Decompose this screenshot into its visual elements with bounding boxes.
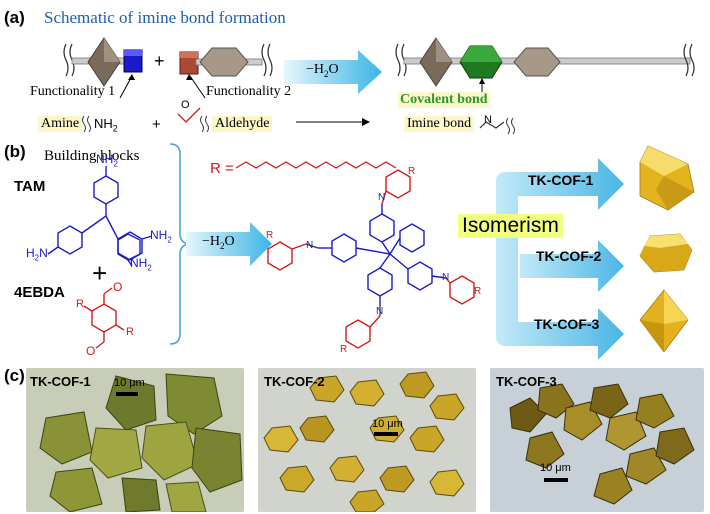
panel-a-schematic	[63, 37, 695, 135]
reaction-arrow-a	[284, 50, 382, 94]
micrograph-3-label: TK-COF-3	[496, 374, 557, 389]
micrograph-1	[26, 368, 244, 512]
covalent-bond-label: Covalent bond	[398, 92, 490, 108]
tam-structure	[47, 166, 153, 267]
tam-nh2-right: NH2	[150, 228, 172, 245]
cof-n-4: N	[442, 272, 450, 283]
micrograph-2	[258, 368, 476, 512]
cof-r-2: R	[266, 230, 274, 241]
r-chain	[235, 161, 397, 169]
tam-label: TAM	[14, 178, 46, 195]
ebda-r-right: R	[126, 326, 134, 338]
plus-sign-a: +	[154, 51, 165, 71]
functionality-2-label: Functionality 2	[206, 84, 292, 99]
cof-structure	[267, 169, 475, 349]
scale-1-label: 10 μm	[114, 377, 145, 389]
cof-name-1: TK-COF-1	[528, 172, 594, 188]
scale-bar-1	[116, 392, 138, 396]
imine-n: N	[484, 114, 492, 126]
ebda-o-top: O	[113, 280, 123, 294]
cof-name-2: TK-COF-2	[536, 248, 602, 264]
panel-label-c: (c)	[4, 366, 25, 385]
scale-bar-3	[544, 478, 568, 482]
arrow-label-b: −H2O	[202, 234, 235, 251]
cof-n-1: N	[378, 192, 386, 203]
tam-h2n-left: H2N	[26, 246, 48, 263]
cof-name-3: TK-COF-3	[534, 316, 600, 332]
block-functionality-2	[179, 43, 273, 77]
panel-b-scheme	[47, 143, 695, 360]
scale-3-label: 10 μm	[540, 462, 571, 474]
cof-r-3: R	[340, 344, 348, 355]
isomerism-arrows	[496, 158, 624, 360]
panel-a-title: Schematic of imine bond formation	[44, 8, 286, 27]
ebda-label: 4EBDA	[14, 284, 65, 301]
cof-r-1: R	[408, 166, 416, 177]
amine-nh2: NH2	[94, 116, 118, 134]
ebda-structure	[83, 287, 125, 349]
imine-bond-label: Imine bond	[404, 116, 475, 132]
product-covalent	[395, 37, 695, 87]
plus-sign-a2: +	[152, 116, 161, 133]
isomerism-label: Isomerism	[458, 214, 563, 238]
micrograph-3	[490, 368, 704, 512]
aldehyde-o: O	[181, 99, 190, 111]
micrograph-1-label: TK-COF-1	[30, 374, 91, 389]
panel-label-b: (b)	[4, 142, 26, 161]
r-definition: R =	[210, 160, 234, 177]
plus-sign-b: +	[92, 258, 108, 288]
reaction-arrow-b	[186, 222, 272, 266]
scale-bar-2	[374, 432, 398, 436]
ebda-r-left: R	[76, 298, 84, 310]
tam-nh2-bottom: NH2	[130, 256, 152, 273]
tam-nh2-top: NH2	[96, 152, 118, 169]
ebda-o-bottom: O	[86, 344, 96, 358]
functionality-1-label: Functionality 1	[30, 84, 116, 99]
crystal-2	[639, 233, 693, 273]
arrow-label-a: −H2O	[306, 62, 339, 79]
cof-r-4: R	[474, 286, 482, 297]
scale-2-label: 10 μm	[372, 418, 403, 430]
amine-label: Amine	[38, 116, 83, 132]
crystal-1	[639, 145, 695, 211]
cof-n-2: N	[306, 240, 314, 251]
micrograph-2-label: TK-COF-2	[264, 374, 325, 389]
block-functionality-1	[63, 37, 143, 87]
crystal-3	[639, 289, 689, 353]
aldehyde-label: Aldehyde	[212, 116, 273, 132]
building-blocks-label: Building blocks	[44, 148, 140, 164]
panel-label-a: (a)	[4, 8, 25, 27]
cof-n-3: N	[376, 306, 384, 317]
